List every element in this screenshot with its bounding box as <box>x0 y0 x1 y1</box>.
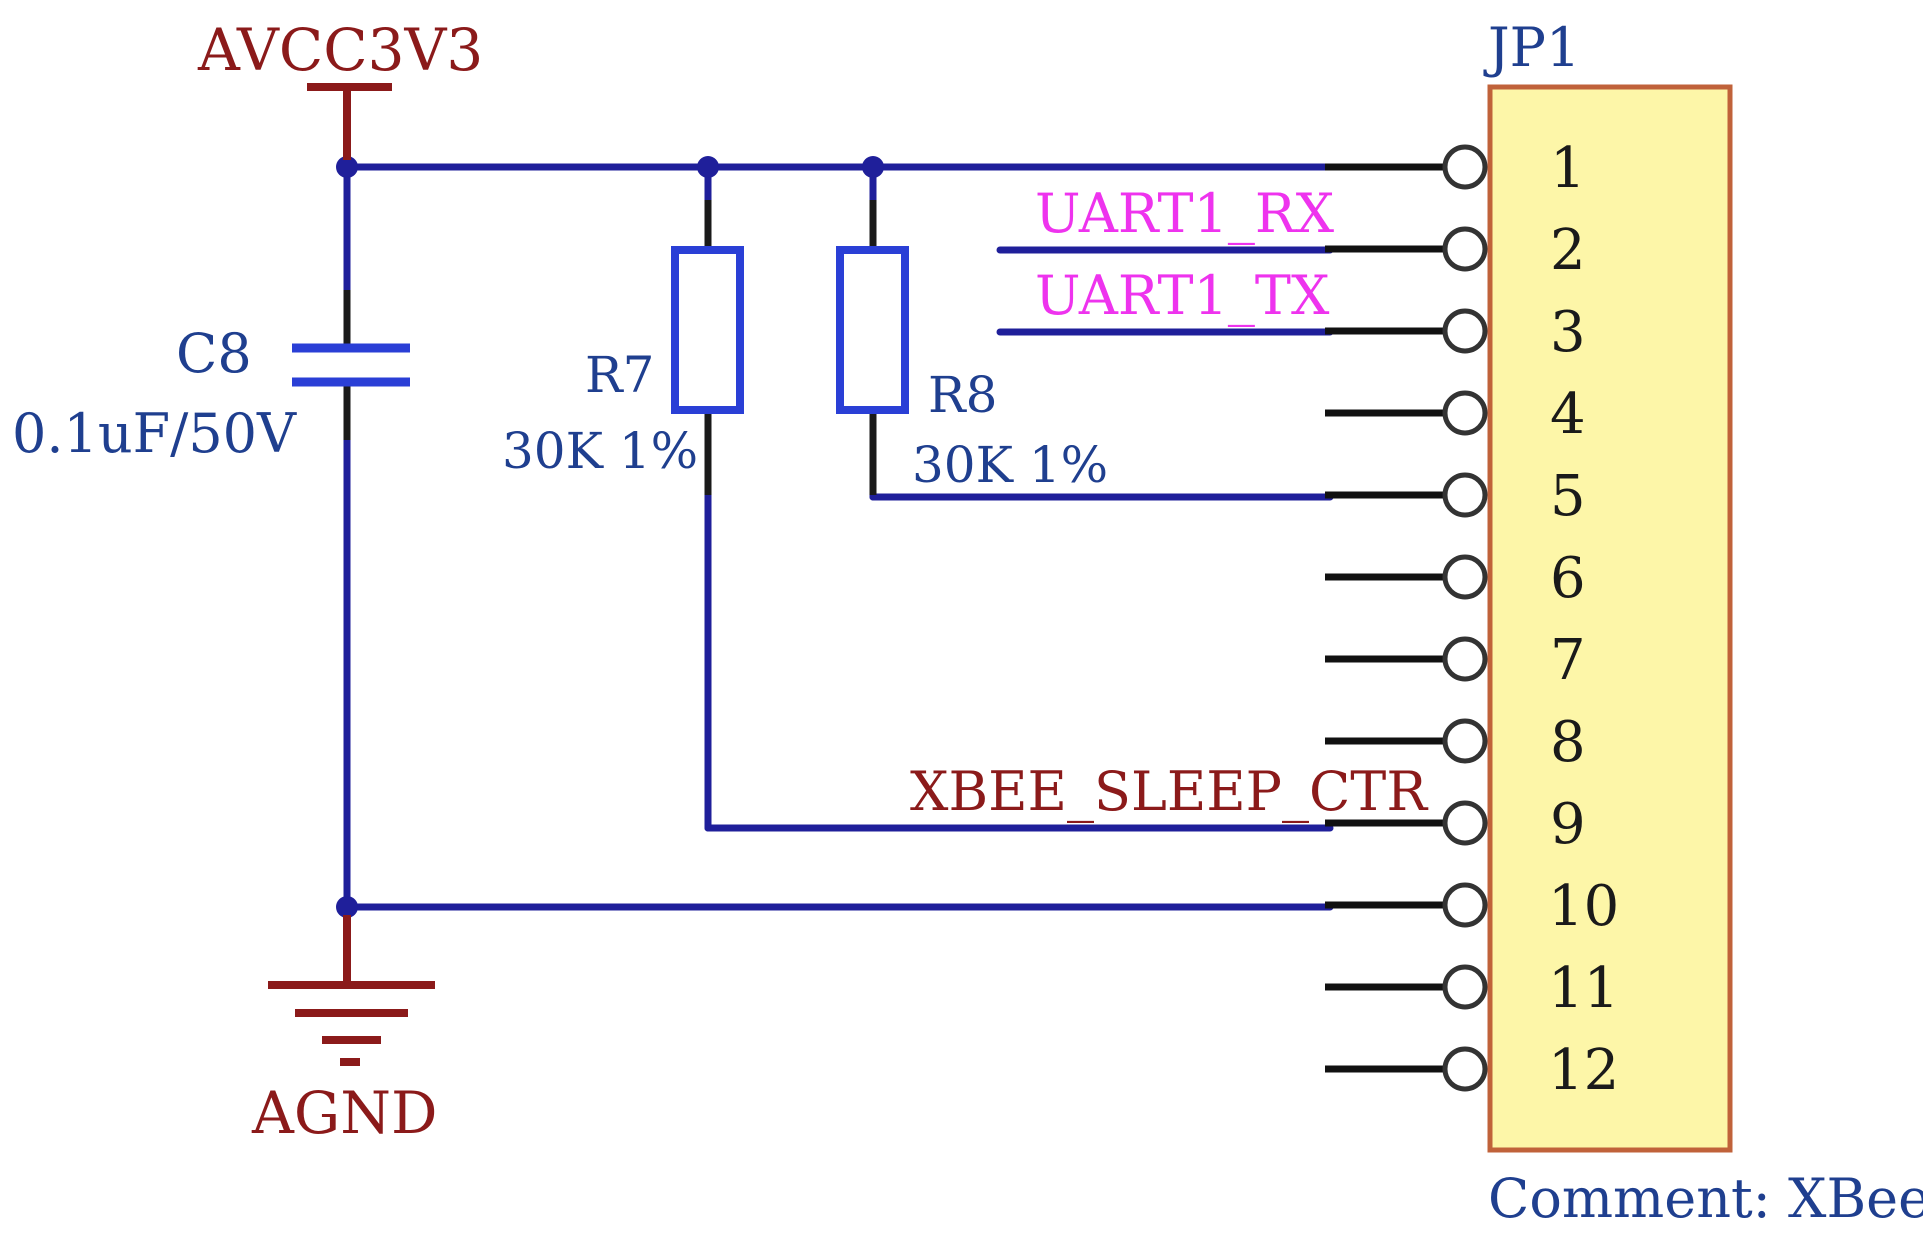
resistor-r7-body <box>671 246 744 414</box>
wires <box>343 163 1334 911</box>
junction-vcc-r7 <box>697 156 719 178</box>
pin-number-12: 12 <box>1548 1038 1619 1103</box>
resistor-r7-value: 30K 1% <box>502 422 698 480</box>
pin-number-5: 5 <box>1550 464 1586 529</box>
pin-circle-11 <box>1442 964 1488 1010</box>
capacitor-designator: C8 <box>176 322 252 385</box>
junction-vcc-left <box>336 156 358 178</box>
pin-circle-2 <box>1442 226 1488 272</box>
net-label-xbee-sleep-ctr: XBEE_SLEEP_CTR <box>910 760 1428 823</box>
ground-symbol <box>268 915 435 1066</box>
pin-circle-4 <box>1442 390 1488 436</box>
pin-number-1: 1 <box>1550 136 1586 201</box>
pin-number-9: 9 <box>1550 792 1586 857</box>
pin-circle-12 <box>1442 1046 1488 1092</box>
pin-circle-10 <box>1442 882 1488 928</box>
resistor-r8-value: 30K 1% <box>912 436 1108 494</box>
connector-designator: JP1 <box>1483 16 1580 79</box>
pin-circle-7 <box>1442 636 1488 682</box>
pin-circle-6 <box>1442 554 1488 600</box>
junction-vcc-r8 <box>862 156 884 178</box>
connector-pin-circles <box>1442 144 1488 1092</box>
pin-number-2: 2 <box>1550 218 1586 283</box>
pin-number-3: 3 <box>1550 300 1586 365</box>
pin-number-7: 7 <box>1550 628 1586 693</box>
pin-circle-1 <box>1442 144 1488 190</box>
pin-number-8: 8 <box>1550 710 1586 775</box>
junctions <box>336 156 884 918</box>
resistor-r8-designator: R8 <box>928 366 997 424</box>
connector-comment: Comment: XBee <box>1488 1167 1923 1230</box>
component-leads <box>343 200 877 495</box>
pin-number-10: 10 <box>1548 874 1619 939</box>
connector-pin-leads <box>1325 163 1448 1073</box>
pin-circle-3 <box>1442 308 1488 354</box>
pin-number-4: 4 <box>1550 382 1586 447</box>
net-label-uart1-tx: UART1_TX <box>1035 264 1330 327</box>
pin-number-6: 6 <box>1550 546 1586 611</box>
pin-circle-8 <box>1442 718 1488 764</box>
power-symbol <box>307 83 392 160</box>
junction-gnd <box>336 896 358 918</box>
ground-label: AGND <box>251 1079 437 1147</box>
capacitor-c8 <box>292 343 410 387</box>
pin-circle-9 <box>1442 800 1488 846</box>
capacitor-value: 0.1uF/50V <box>12 402 297 465</box>
pin-number-11: 11 <box>1548 956 1619 1021</box>
net-label-uart1-rx: UART1_RX <box>1035 182 1335 245</box>
connector-body <box>1487 84 1733 1153</box>
pin-circle-5 <box>1442 472 1488 518</box>
resistor-r7-designator: R7 <box>585 346 654 404</box>
power-label: AVCC3V3 <box>197 16 483 84</box>
resistor-r8-body <box>836 246 909 414</box>
